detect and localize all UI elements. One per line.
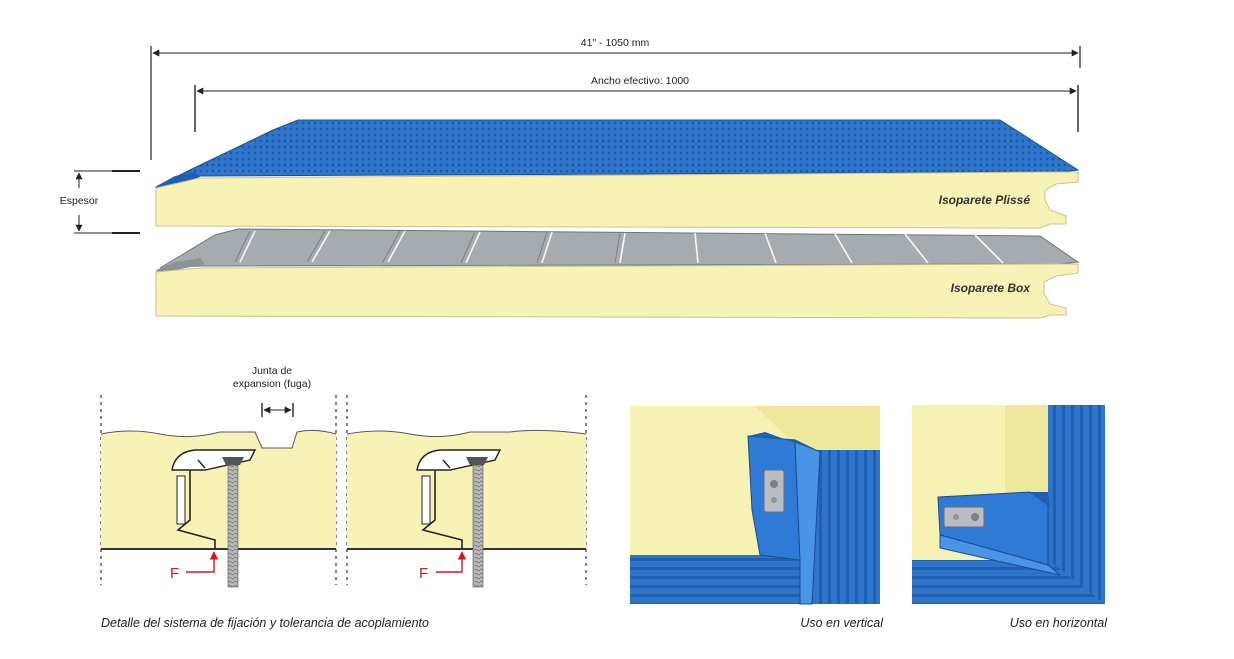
fixing-clip-right	[416, 449, 502, 588]
vertical-use-detail: Uso en vertical	[630, 406, 884, 630]
fixing-foam-left	[101, 430, 336, 549]
panel-box: Isoparete Box	[155, 228, 1080, 319]
effective-width-dimension: Ancho efectivo: 1000	[194, 75, 1079, 132]
box-foam-core	[155, 263, 1079, 319]
svg-text:F: F	[170, 565, 179, 582]
box-label: Isoparete Box	[951, 281, 1032, 295]
caption-horizontal: Uso en horizontal	[1010, 616, 1109, 630]
box-lip	[156, 258, 205, 274]
caption-vertical: Uso en vertical	[800, 616, 884, 630]
effective-width-label: Ancho efectivo: 1000	[591, 75, 689, 87]
plisse-label: Isoparete Plissé	[939, 193, 1031, 207]
fixing-detail: Junta de expansion (fuga) F	[100, 365, 587, 630]
box-rib-shadows	[234, 230, 621, 264]
horizontal-use-detail: Uso en horizontal	[912, 405, 1108, 630]
thickness-label: Espesor	[60, 195, 99, 207]
box-ribs	[239, 230, 1004, 264]
thickness-dimension: Espesor	[60, 170, 140, 234]
box-top-surface	[159, 228, 1080, 269]
force-arrow-right: F	[419, 551, 467, 582]
bolt-left	[227, 464, 239, 588]
overall-width-dimension: 41" - 1050 mm	[150, 37, 1081, 160]
plisse-top-surface	[157, 119, 1080, 187]
fixing-foam-right	[347, 430, 586, 549]
expansion-joint-line2: expansion (fuga)	[233, 378, 311, 390]
plisse-foam-core	[155, 171, 1079, 229]
bolt-right	[472, 464, 484, 588]
fixing-clip-left	[171, 449, 257, 588]
caption-fixing: Detalle del sistema de fijación y tolera…	[101, 616, 429, 630]
svg-text:F: F	[419, 565, 428, 582]
overall-width-label: 41" - 1050 mm	[581, 37, 650, 49]
expansion-joint-line1: Junta de	[252, 365, 292, 377]
panel-plisse: Isoparete Plissé	[155, 119, 1080, 229]
force-arrow-left: F	[170, 551, 219, 582]
